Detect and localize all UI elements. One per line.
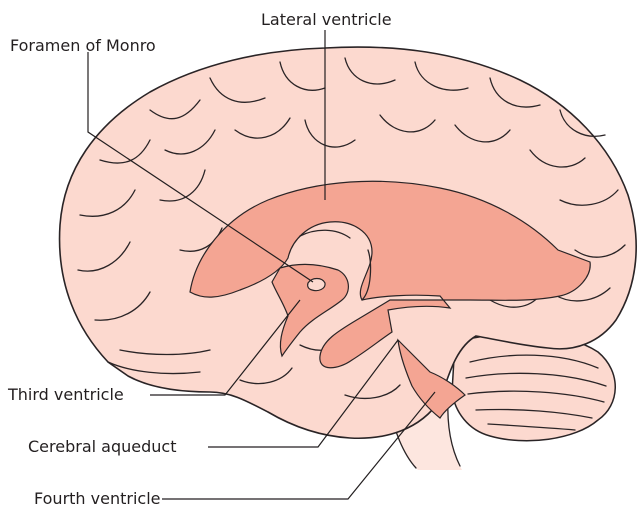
label-lateral-ventricle: Lateral ventricle bbox=[261, 10, 392, 30]
cerebellum bbox=[452, 334, 615, 441]
label-third-ventricle: Third ventricle bbox=[8, 385, 124, 405]
label-fourth-ventricle: Fourth ventricle bbox=[34, 489, 160, 509]
label-foramen-of-monro: Foramen of Monro bbox=[10, 36, 156, 56]
label-cerebral-aqueduct: Cerebral aqueduct bbox=[28, 437, 176, 457]
